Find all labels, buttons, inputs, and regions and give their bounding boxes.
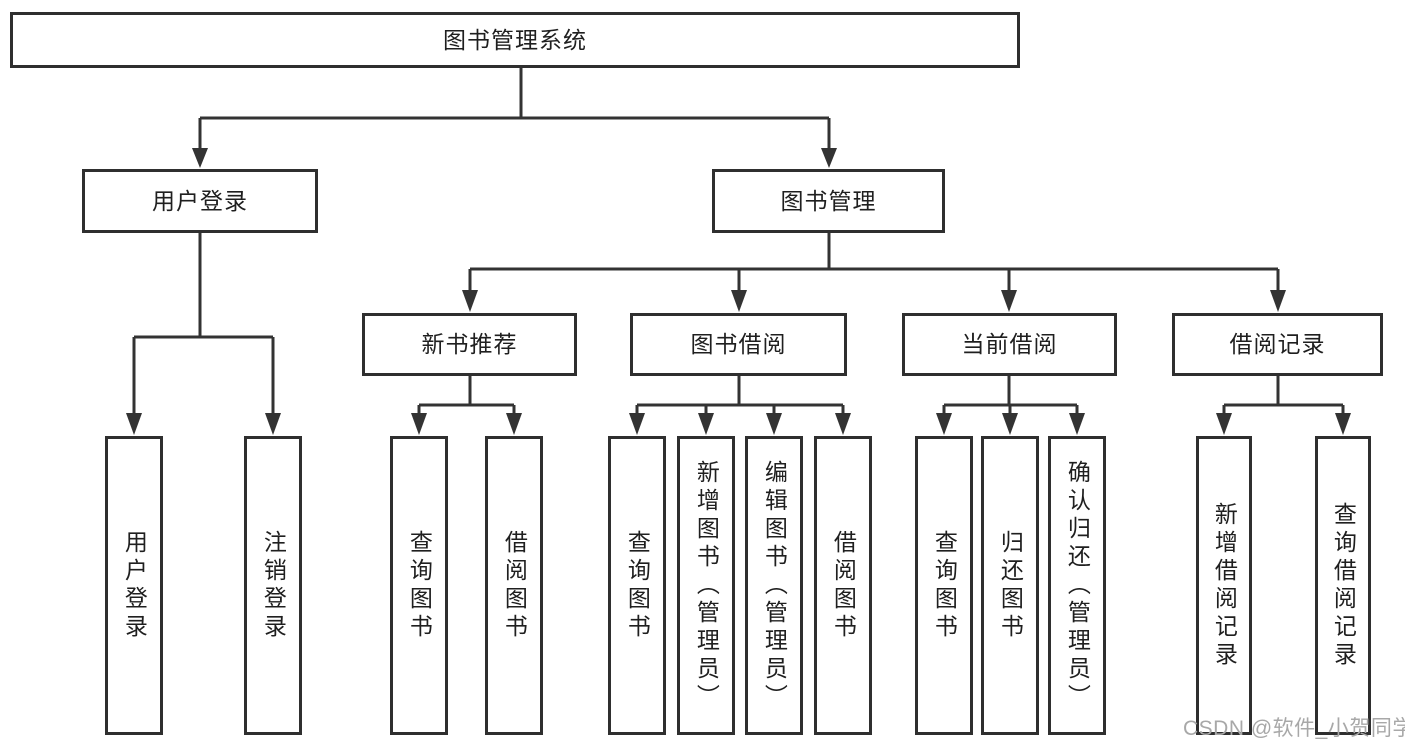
- node-br-query-record: 查询借阅记录: [1315, 436, 1371, 735]
- node-bb-query-books-label: 查询图书: [624, 529, 651, 642]
- node-book-mgmt: 图书管理: [712, 169, 945, 233]
- arrowhead: [506, 413, 522, 435]
- node-new-book: 新书推荐: [362, 313, 577, 376]
- node-bb-query-books: 查询图书: [608, 436, 666, 735]
- node-root: 图书管理系统: [10, 12, 1020, 68]
- arrowhead: [126, 413, 142, 435]
- node-user-login-leaf: 用户登录: [105, 436, 163, 735]
- arrowhead: [265, 413, 281, 435]
- node-cb-query-books-label: 查询图书: [931, 529, 958, 642]
- node-nb-borrow-books: 借阅图书: [485, 436, 543, 735]
- node-records-label: 借阅记录: [1229, 331, 1326, 358]
- connector-records: [1222, 376, 1345, 413]
- node-bb-borrow-books: 借阅图书: [814, 436, 872, 735]
- connector-book-mgmt: [468, 233, 1280, 291]
- node-logout: 注销登录: [244, 436, 302, 735]
- node-borrow: 图书借阅: [630, 313, 847, 376]
- arrowhead: [1002, 413, 1018, 435]
- arrowhead: [936, 413, 952, 435]
- node-current: 当前借阅: [902, 313, 1117, 376]
- arrowhead: [462, 290, 478, 312]
- connector-new-book: [417, 376, 516, 413]
- node-new-book-label: 新书推荐: [421, 331, 518, 358]
- node-bb-edit-books: 编辑图书（管理员）: [745, 436, 803, 735]
- node-bb-add-books-label: 新增图书（管理员）: [693, 459, 720, 712]
- node-user-login-leaf-label: 用户登录: [121, 529, 148, 642]
- node-bb-edit-books-label: 编辑图书（管理员）: [761, 459, 788, 712]
- arrowhead: [1069, 413, 1085, 435]
- arrowhead: [731, 290, 747, 312]
- connector-user-login: [132, 233, 275, 414]
- node-cb-confirm-return-label: 确认归还（管理员）: [1064, 459, 1091, 712]
- arrowhead: [698, 413, 714, 435]
- arrowhead: [821, 148, 837, 168]
- node-borrow-label: 图书借阅: [690, 331, 787, 358]
- node-bb-add-books: 新增图书（管理员）: [677, 436, 735, 735]
- arrowhead: [1216, 413, 1232, 435]
- node-records: 借阅记录: [1172, 313, 1383, 376]
- arrowhead: [1270, 290, 1286, 312]
- connector-root: [198, 68, 831, 150]
- node-user-login-label: 用户登录: [152, 187, 248, 214]
- node-br-query-record-label: 查询借阅记录: [1330, 501, 1357, 670]
- node-cb-return-books: 归还图书: [981, 436, 1039, 735]
- node-cb-query-books: 查询图书: [915, 436, 973, 735]
- arrowhead: [629, 413, 645, 435]
- connector-borrow: [635, 376, 845, 413]
- csdn-watermark: CSDN @软件_小贺同学: [1183, 717, 1405, 740]
- node-br-add-record-label: 新增借阅记录: [1211, 501, 1238, 670]
- arrowhead: [192, 148, 208, 168]
- node-bb-borrow-books-label: 借阅图书: [830, 529, 857, 642]
- node-cb-confirm-return: 确认归还（管理员）: [1048, 436, 1106, 735]
- node-current-label: 当前借阅: [961, 331, 1058, 358]
- arrowhead: [835, 413, 851, 435]
- arrowhead: [1001, 290, 1017, 312]
- arrowhead: [766, 413, 782, 435]
- node-br-add-record: 新增借阅记录: [1196, 436, 1252, 735]
- node-user-login: 用户登录: [82, 169, 318, 233]
- node-root-label: 图书管理系统: [443, 26, 587, 53]
- node-nb-query-books: 查询图书: [390, 436, 448, 735]
- connector-current: [942, 376, 1079, 413]
- node-cb-return-books-label: 归还图书: [997, 529, 1024, 642]
- node-nb-query-books-label: 查询图书: [406, 529, 433, 642]
- node-nb-borrow-books-label: 借阅图书: [501, 529, 528, 642]
- arrowhead: [1335, 413, 1351, 435]
- arrowhead: [411, 413, 427, 435]
- node-logout-label: 注销登录: [260, 529, 287, 642]
- node-book-mgmt-label: 图书管理: [780, 187, 877, 214]
